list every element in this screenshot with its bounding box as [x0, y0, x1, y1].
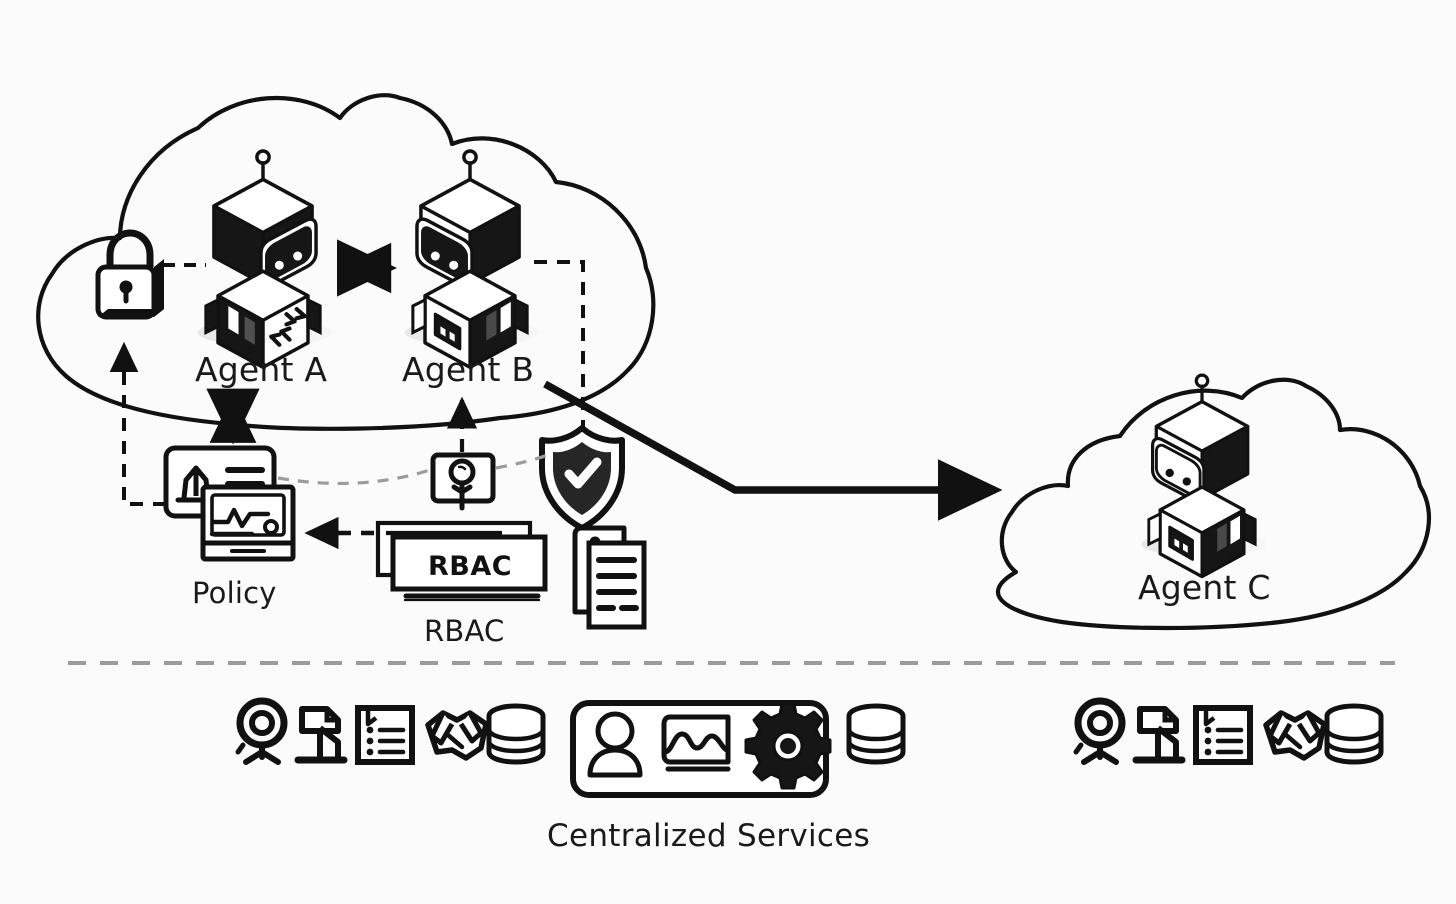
database-icon[interactable]: [486, 703, 546, 765]
chart-image-icon: [661, 714, 731, 772]
rbac-card-label: RBAC: [428, 551, 513, 582]
rbac-label: RBAC: [424, 614, 505, 648]
centralized-services-label: Centralized Services: [547, 818, 871, 854]
agent-b-robot-icon: [404, 149, 540, 370]
document-flag-icon[interactable]: [1132, 706, 1186, 764]
handshake-icon[interactable]: [425, 710, 489, 761]
connector-agent-b-to-shield: [534, 260, 585, 432]
agent-a-robot-icon: [197, 149, 333, 370]
cloud-left: [36, 93, 656, 431]
database-icon[interactable]: [1324, 703, 1384, 765]
rbac-cards-icon: [375, 520, 548, 602]
connector-agent-b-to-agent-c: [543, 380, 1003, 521]
lock-icon: [95, 229, 164, 320]
document-flag-icon[interactable]: [294, 706, 348, 764]
centralized-services-box[interactable]: [570, 700, 832, 798]
policy-label: Policy: [192, 576, 277, 610]
connector-policy-to-lock: [109, 341, 166, 506]
monitor-chart-icon: [200, 484, 296, 562]
agent-b-label: Agent B: [402, 350, 535, 389]
checklist-icon[interactable]: [1193, 705, 1253, 765]
centralized-side-database-icon[interactable]: [846, 703, 906, 765]
services-right-group: [1073, 697, 1384, 765]
identity-person-icon[interactable]: [1073, 697, 1126, 765]
connector-cert-to-shield: [495, 453, 549, 470]
agent-a-label: Agent A: [195, 350, 328, 389]
gear-icon: [744, 702, 832, 790]
shield-check-icon: [539, 425, 625, 531]
services-left-group: [235, 697, 546, 765]
cloud-right: [996, 377, 1432, 631]
user-icon: [587, 711, 643, 778]
certificate-key-icon: [430, 452, 496, 511]
documents-icon: [572, 525, 647, 630]
agent-c-label: Agent C: [1138, 568, 1271, 607]
checklist-icon[interactable]: [355, 705, 415, 765]
handshake-icon[interactable]: [1263, 710, 1327, 761]
identity-person-icon[interactable]: [235, 697, 288, 765]
connector-policy-to-cert: [277, 468, 431, 486]
agent-c-robot-icon: [1141, 373, 1267, 579]
